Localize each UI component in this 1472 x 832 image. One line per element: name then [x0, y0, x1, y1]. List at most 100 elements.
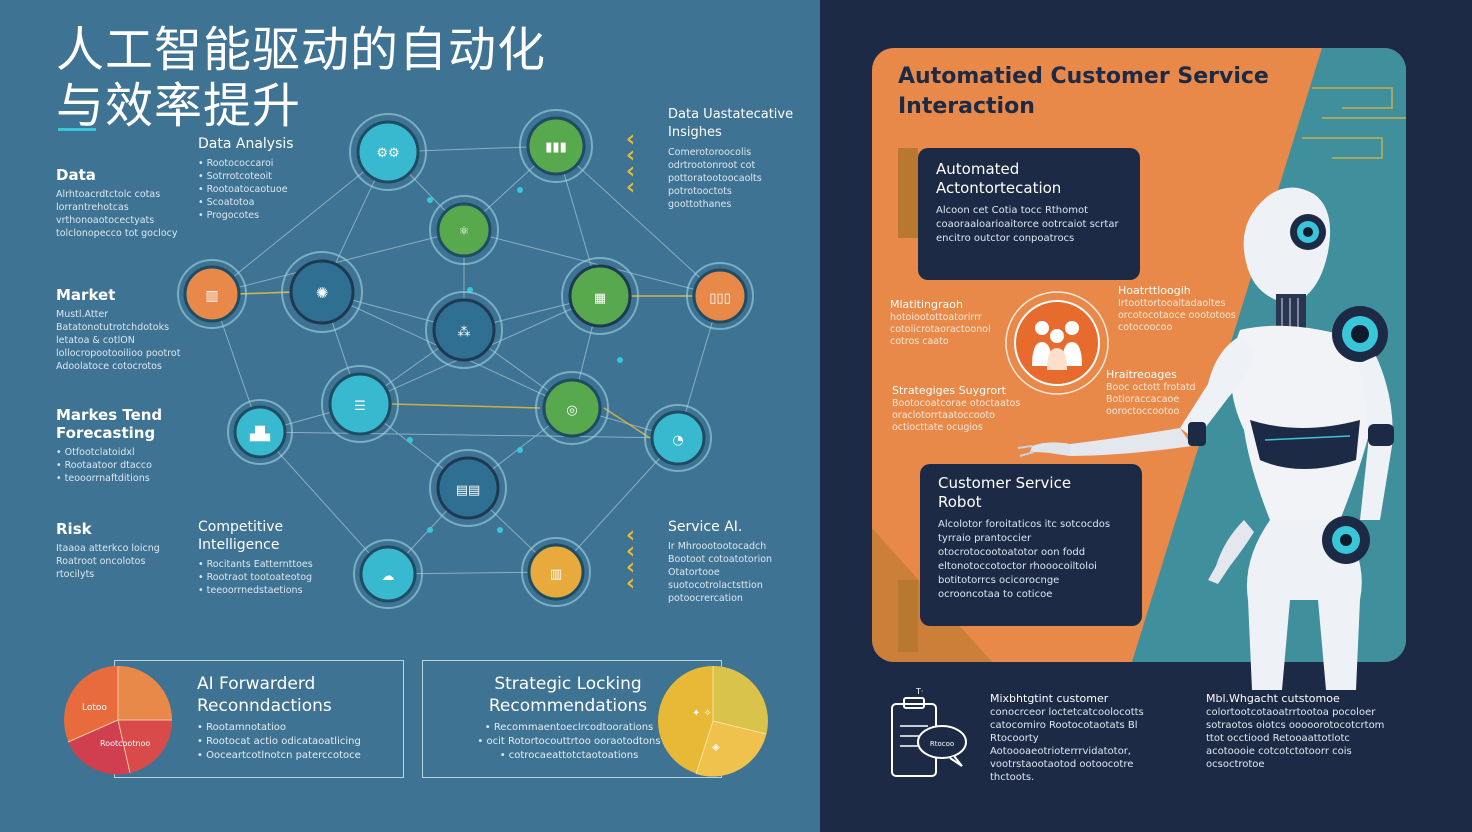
- side-text: Alrhtoacrdtctolc cotas lorrantrehotcas v…: [56, 189, 178, 239]
- automated-box: Automated Actontortecation Alcoon cet Co…: [918, 148, 1140, 280]
- pie-label: Lotoo: [82, 703, 107, 713]
- list-item: Progocotes: [198, 209, 328, 222]
- svg-text:◎: ◎: [566, 403, 577, 418]
- ai-forward-box: AI Forwarderd Reconndactions Rootamnotat…: [114, 660, 404, 778]
- box-list: Rootamnotatioo Rootocat actio odicataoat…: [197, 721, 361, 763]
- node-teal-right: ◔: [644, 404, 712, 472]
- svg-text:▮▮▮: ▮▮▮: [545, 140, 566, 155]
- heading-line: Customer Service: [938, 474, 1072, 492]
- node-center-top: ⚛: [429, 195, 499, 265]
- heading-line: Strategic Locking: [494, 674, 642, 694]
- svg-text:T·: T·: [915, 687, 923, 696]
- side-heading: Market: [56, 286, 116, 304]
- svg-text:▟▙: ▟▙: [249, 425, 271, 442]
- label-data-insights: Data Uastatecative Insighes Comerotorooc…: [668, 106, 798, 211]
- svg-text:☰: ☰: [354, 399, 366, 414]
- box-text: Alcolotor foroitaticos itc sotcocdos tyr…: [938, 519, 1111, 600]
- side-list: Otfootclatoidxl Rootaatoor dtacco teooor…: [56, 446, 196, 485]
- text-block: Hoatrttloogih Irtoottortooaltadaoltes or…: [1118, 284, 1248, 334]
- list-item: Rootraot tootoateotog: [198, 571, 338, 584]
- text-block: Strategiges Suygrort Bootocoatcorae otoc…: [892, 384, 1032, 434]
- text-body: Bootocoatcorae otoctaatos oraclotorrtaat…: [892, 398, 1021, 433]
- node-brain: ✺: [281, 251, 363, 333]
- list-item: Ooceartcotlnotcn paterccotoce: [197, 749, 361, 763]
- label-heading: Data Analysis: [198, 136, 294, 152]
- node-teal-left: ▟▙: [227, 399, 293, 465]
- node-orange-right: ▯▯▯: [686, 262, 754, 330]
- note-heading: Mixbhtgtint customer: [990, 692, 1109, 705]
- card-title-line: Interaction: [898, 94, 1035, 119]
- node-bottom-center: ▤▤: [429, 449, 507, 527]
- text-body: hotoiootottoatorirrr cotoiicrotaoractoon…: [890, 312, 991, 347]
- note-right: Mbl.Whgacht cutstomoe colortootcotaoatrr…: [1206, 692, 1386, 771]
- svg-text:▥: ▥: [205, 288, 218, 304]
- list-item: ocit Rotortocouttrtoo ooraotodtons: [459, 735, 679, 749]
- heading-line: Reconndactions: [197, 696, 332, 716]
- label-text: Ir Mhroootootocadch Bootoot cotoatotorio…: [668, 541, 773, 604]
- heading-line: Robot: [938, 493, 982, 511]
- chevron-icon: ‹‹‹‹: [626, 127, 636, 200]
- title-line-1: 人工智能驱动的自动化: [56, 22, 547, 78]
- node-gold-bottom: ▥: [521, 537, 591, 607]
- svg-text:▤▤: ▤▤: [456, 483, 481, 498]
- heading-line: AI Forwarderd: [197, 674, 316, 694]
- side-heading: Risk: [56, 520, 92, 538]
- side-heading: Data: [56, 166, 96, 184]
- left-panel: 人工智能驱动的自动化 与效率提升: [0, 0, 820, 832]
- side-block-forecasting: Markes Tend Forecasting Otfootclatoidxl …: [56, 406, 196, 485]
- svg-text:☁: ☁: [382, 569, 395, 584]
- title-underline: [58, 128, 96, 131]
- label-data-analysis: Data Analysis Rootococcaroi Sotrrotcoteo…: [198, 135, 328, 222]
- svg-text:✺: ✺: [316, 284, 329, 302]
- page-title: 人工智能驱动的自动化 与效率提升: [56, 22, 546, 134]
- heading-line: Automated: [936, 160, 1020, 178]
- box-heading: Strategic Locking Recommendations: [463, 673, 673, 717]
- list-item: teeoorrnedstaetions: [198, 584, 338, 597]
- note-text: colortootcotaoatrrtootoa pocoloer sotrao…: [1206, 707, 1385, 770]
- side-block-risk: Risk Itaaoa atterkco loicng Roatroot onc…: [56, 520, 186, 581]
- heading-line: Actontortecation: [936, 179, 1062, 197]
- list-item: Scoatotoa: [198, 196, 328, 209]
- card-title-line: Automatied Customer Service: [898, 64, 1269, 89]
- text-heading: Mlatitingraoh: [890, 298, 963, 311]
- node-green-mid: ◎: [535, 371, 609, 445]
- list-item: cotrocaeattotctaotoations: [459, 749, 679, 763]
- text-body: Booc octott frotatd Botioraccacaoe ooroc…: [1106, 382, 1196, 417]
- list-item: Recommaentoeclrcodtoorations: [459, 721, 679, 735]
- card-title: Automatied Customer Service Interaction: [898, 62, 1269, 122]
- node-insights: ▮▮▮: [519, 109, 593, 183]
- list-item: Sotrrotcoteoit: [198, 170, 328, 183]
- accent-bar: [898, 148, 918, 238]
- list-item: teooorrnaftditions: [56, 472, 196, 485]
- accent-bar: [898, 580, 918, 652]
- label-service-ai: Service AI. Ir Mhroootootocadch Bootoot …: [668, 518, 798, 605]
- pie-label: Rootcootnoo: [100, 739, 150, 748]
- note-heading: Mbl.Whgacht cutstomoe: [1206, 692, 1340, 705]
- text-block: Mlatitingraoh hotoiootottoatorirrr cotoi…: [890, 298, 1010, 348]
- node-data-analysis: ⚙⚙: [349, 113, 427, 191]
- svg-text:◈: ◈: [712, 742, 720, 753]
- list-item: Rootaatoor dtacco: [56, 459, 196, 472]
- side-block-market: Market Mustl.Atter Batatonotutrotchdotok…: [56, 286, 186, 373]
- list-item: Rootoatocaotuoe: [198, 183, 328, 196]
- text-block: Hraitreoages Booc octott frotatd Botiora…: [1106, 368, 1226, 418]
- note-text: conocrceor loctetcatcoolocotts catocomir…: [990, 707, 1144, 783]
- chevron-icon: ‹‹‹‹: [626, 523, 636, 596]
- text-heading: Hraitreoages: [1106, 368, 1177, 381]
- right-panel: Automatied Customer Service Interaction …: [820, 0, 1472, 832]
- node-green-right: ▦: [561, 257, 639, 335]
- label-heading: Competitive Intelligence: [198, 519, 284, 553]
- node-teal-bottom: ☁: [353, 539, 423, 609]
- node-center: ⁂: [425, 291, 503, 369]
- box-list: Recommaentoeclrcodtoorations ocit Rotort…: [459, 721, 679, 763]
- list-item: Rootococcaroi: [198, 157, 328, 170]
- text-heading: Strategiges Suygrort: [892, 384, 1006, 397]
- pie-graphic: Lotoo Rootcootnoo: [64, 666, 173, 775]
- node-orange-left: ▥: [177, 259, 247, 329]
- side-text: Itaaoa atterkco loicng Roatroot oncoloto…: [56, 543, 160, 580]
- svg-text:▯▯▯: ▯▯▯: [709, 291, 730, 306]
- svg-text:▥: ▥: [550, 567, 562, 582]
- note-left: Mixbhtgtint customer conocrceor loctetca…: [990, 692, 1168, 784]
- label-text: Comerotoroocolis odrtrootonroot cot pott…: [668, 147, 762, 210]
- label-list: Rootococcaroi Sotrrotcoteoit Rootoatocao…: [198, 157, 328, 222]
